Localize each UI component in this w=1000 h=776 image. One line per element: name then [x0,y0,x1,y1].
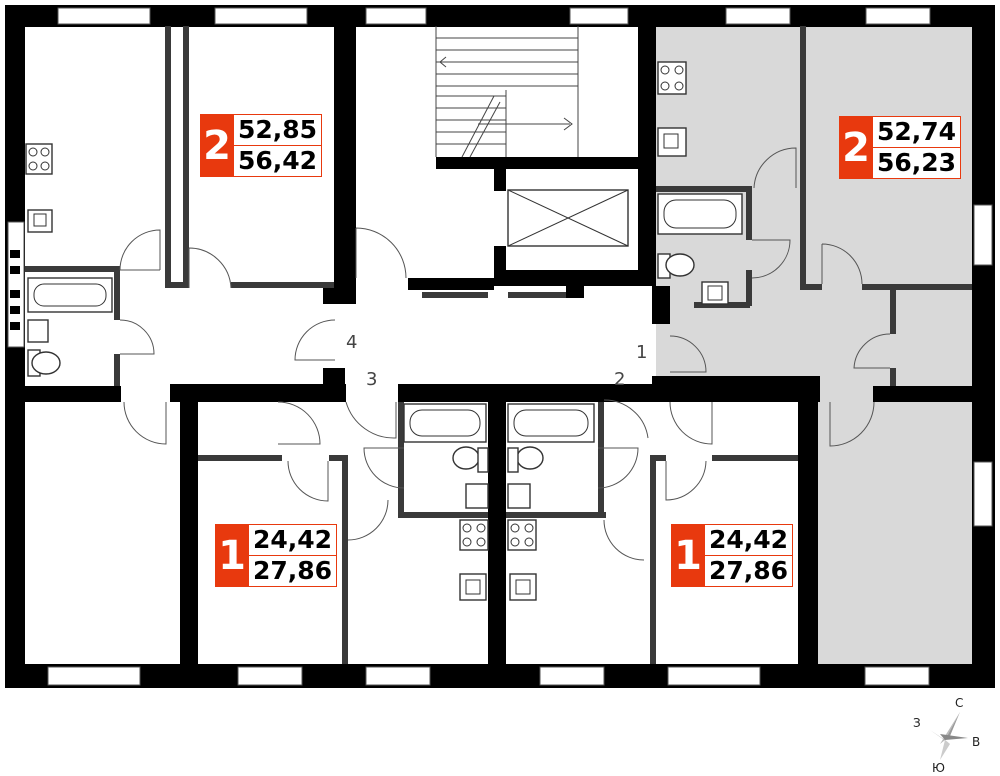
door-number-1: 1 [636,342,647,363]
elevator [507,189,629,247]
area-values: 52,85 56,42 [234,114,323,177]
total-area: 27,86 [249,555,337,586]
total-area: 56,23 [873,147,961,178]
interior-walls [25,26,972,664]
living-area: 24,42 [253,525,333,554]
apartment-badge-1-right[interactable]: 1 24,42 27,86 [671,524,794,587]
room-count: 2 [200,114,234,177]
room-count: 1 [215,524,249,587]
living-area: 24,42 [709,525,789,554]
staircase [435,26,579,158]
door-number-3: 3 [366,369,377,390]
area-values: 24,42 27,86 [705,524,794,587]
fixtures-center-apartments [403,403,595,601]
apartment-badge-2-right[interactable]: 2 52,74 56,23 [839,116,962,179]
compass-east-label: В [972,735,980,749]
windows [7,7,993,686]
door-number-2: 2 [614,369,625,390]
compass-north-label: С [955,696,963,710]
living-area: 52,85 [238,115,318,144]
compass-west-label: З [913,716,921,730]
shafts [10,150,654,548]
doors [119,147,891,561]
apartment-badge-2-left[interactable]: 2 52,85 56,42 [200,114,323,177]
area-values: 52,74 56,23 [873,116,962,179]
living-area: 52,74 [877,117,957,146]
door-number-4: 4 [346,332,357,353]
fixtures-left-apartment [25,143,113,377]
total-area: 56,42 [234,145,322,176]
room-count: 1 [671,524,705,587]
room-count: 2 [839,116,873,179]
total-area: 27,86 [705,555,793,586]
fixtures-right-apartment [657,61,743,305]
compass-rose: С В З Ю [913,696,980,775]
area-values: 24,42 27,86 [249,524,338,587]
compass-south-label: Ю [932,761,945,775]
partition-walls [25,26,972,664]
apartment-badge-1-left[interactable]: 1 24,42 27,86 [215,524,338,587]
